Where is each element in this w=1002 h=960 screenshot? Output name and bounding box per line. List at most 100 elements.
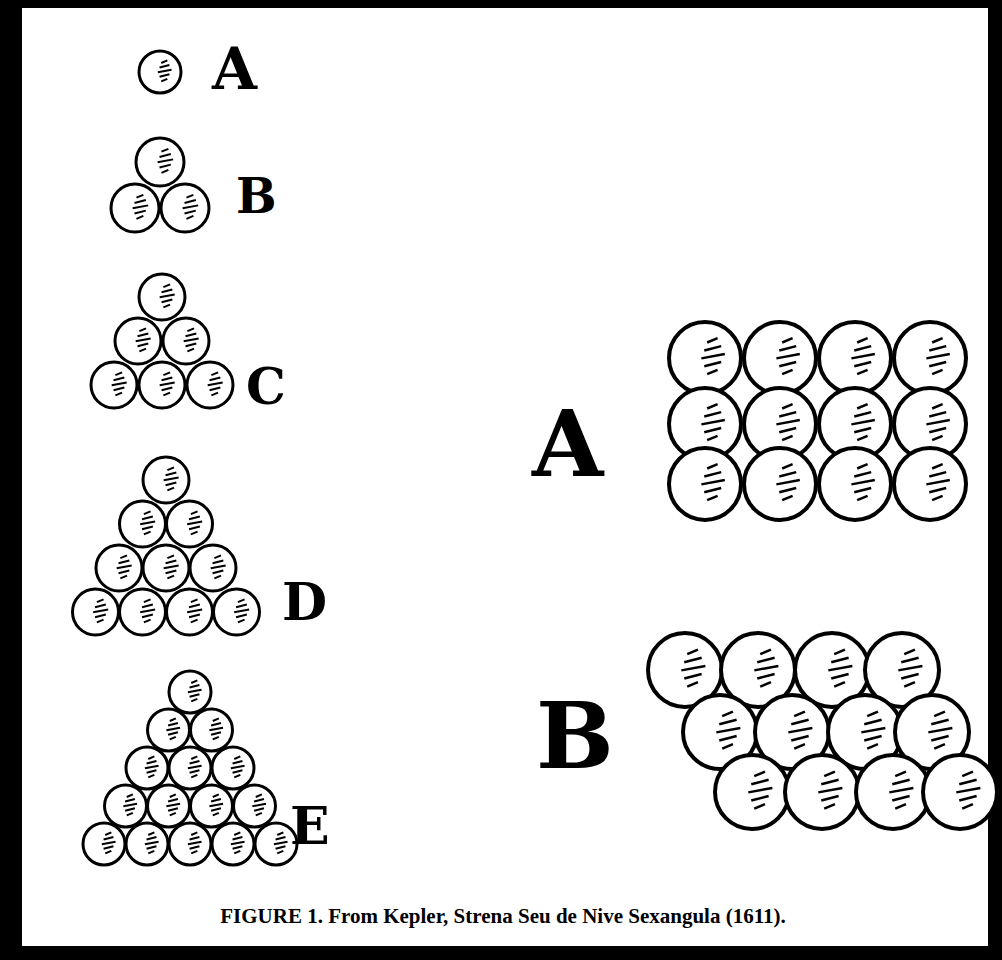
shading-stroke xyxy=(794,744,805,748)
shading-stroke xyxy=(135,211,146,214)
shading-stroke xyxy=(209,804,223,807)
shading-stroke xyxy=(189,604,200,607)
shading-stroke xyxy=(213,560,224,563)
shading-stroke xyxy=(704,412,721,416)
shading-stroke xyxy=(892,780,909,784)
sphere xyxy=(214,589,260,635)
shading-stroke xyxy=(932,464,942,468)
shading-stroke xyxy=(857,464,867,468)
shading-stroke xyxy=(926,354,949,358)
shading-stroke xyxy=(851,420,874,424)
shading-stroke xyxy=(818,788,842,792)
shading-stroke xyxy=(256,813,262,816)
shading-stroke xyxy=(211,723,221,726)
shading-stroke xyxy=(164,565,179,568)
shading-stroke xyxy=(704,428,721,432)
shading-stroke xyxy=(170,737,176,740)
shading-stroke xyxy=(191,832,197,835)
shading-stroke xyxy=(127,813,133,816)
shading-stroke xyxy=(962,804,973,808)
shading-stroke xyxy=(115,372,122,375)
shading-stroke xyxy=(234,832,240,835)
shading-stroke xyxy=(867,712,878,716)
sphere-outline xyxy=(669,448,741,520)
shading-stroke xyxy=(684,674,701,678)
sphere xyxy=(139,274,185,320)
shading-stroke xyxy=(213,571,224,574)
shading-stroke xyxy=(211,732,221,735)
shading-stroke xyxy=(931,736,948,740)
shading-stroke xyxy=(824,804,835,808)
shading-stroke xyxy=(757,658,774,662)
shading-stroke xyxy=(681,666,705,670)
sphere xyxy=(190,545,236,591)
shading-stroke xyxy=(233,837,243,840)
shading-stroke xyxy=(145,842,159,845)
figure-letter: E xyxy=(290,800,330,852)
shading-stroke xyxy=(934,744,945,748)
shading-stroke xyxy=(190,770,200,773)
shading-stroke xyxy=(167,555,174,558)
shading-stroke xyxy=(190,694,200,697)
shading-stroke xyxy=(857,370,867,374)
shading-stroke xyxy=(932,338,942,342)
shading-stroke xyxy=(901,658,918,662)
shading-stroke xyxy=(191,775,197,778)
sphere-outline xyxy=(91,362,137,408)
shading-stroke xyxy=(187,609,202,612)
sphere xyxy=(856,755,930,829)
shading-stroke xyxy=(166,571,177,574)
shading-stroke xyxy=(776,480,799,484)
sphere-outline xyxy=(169,671,211,713)
shading-stroke xyxy=(929,412,946,416)
shading-stroke xyxy=(776,420,799,424)
shading-stroke xyxy=(191,599,198,602)
shading-stroke xyxy=(114,388,125,391)
shading-stroke xyxy=(707,436,717,440)
shading-stroke xyxy=(191,532,198,535)
shading-stroke xyxy=(782,338,792,342)
shading-stroke xyxy=(190,837,200,840)
shading-stroke xyxy=(904,682,915,686)
shading-stroke xyxy=(748,788,772,792)
shading-stroke xyxy=(707,404,717,408)
shading-stroke xyxy=(704,346,721,350)
sphere xyxy=(73,589,119,635)
figure-letter: D xyxy=(282,576,327,628)
sphere xyxy=(111,184,159,232)
sphere xyxy=(744,322,816,394)
sphere-outline xyxy=(126,747,168,789)
shading-stroke xyxy=(234,756,240,759)
sphere-outline xyxy=(139,362,185,408)
shading-stroke xyxy=(233,846,243,849)
shading-stroke xyxy=(213,794,219,797)
shading-stroke xyxy=(864,720,881,724)
shading-stroke xyxy=(114,377,125,380)
sphere-outline xyxy=(819,448,891,520)
sphere-outline xyxy=(115,318,161,364)
shading-stroke xyxy=(139,349,146,352)
shading-stroke xyxy=(170,794,176,797)
shading-stroke xyxy=(782,464,792,468)
shading-stroke xyxy=(104,846,114,849)
shading-stroke xyxy=(167,467,174,470)
shading-stroke xyxy=(144,511,151,514)
sphere-outline xyxy=(111,184,159,232)
shading-stroke xyxy=(779,412,796,416)
sphere-outline xyxy=(169,823,211,865)
shading-stroke xyxy=(210,388,221,391)
sphere xyxy=(894,448,966,520)
sphere xyxy=(669,322,741,394)
sphere xyxy=(120,501,166,547)
shading-stroke xyxy=(892,796,909,800)
shading-stroke xyxy=(161,149,168,152)
shading-stroke xyxy=(236,604,247,607)
shading-stroke xyxy=(959,780,976,784)
shading-stroke xyxy=(274,842,288,845)
sphere-outline xyxy=(167,589,213,635)
sphere-outline xyxy=(190,545,236,591)
sphere-outline xyxy=(191,709,233,751)
shading-stroke xyxy=(788,728,812,732)
shading-stroke xyxy=(231,842,245,845)
sphere xyxy=(167,589,213,635)
